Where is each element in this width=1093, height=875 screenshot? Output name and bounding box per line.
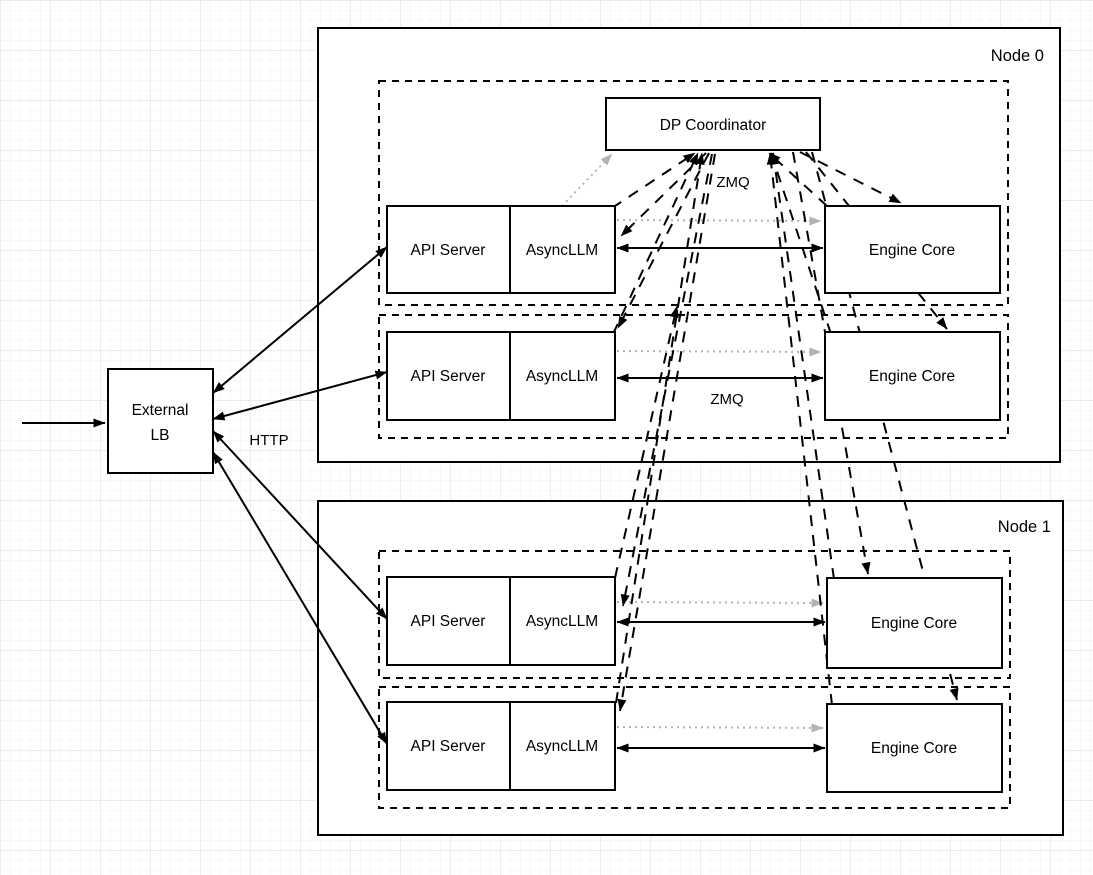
- engine-core-box-n0r1: [824, 205, 1001, 294]
- edge-dotted-llm-engine-n0r1: [616, 216, 822, 226]
- edge-dotted-llm-engine-n1r1: [616, 598, 824, 608]
- edge-dashed-coordinator-to-llm-n1r1: [620, 153, 713, 607]
- api-server-box-n0r1: [386, 205, 511, 294]
- node0-label: Node 0: [991, 47, 1044, 65]
- external-lb-label-line2: LB: [151, 427, 170, 444]
- edge-dashed-coordinator-to-engine-n1r2: [811, 151, 959, 701]
- node1-row2-group: [378, 686, 1011, 809]
- edge-dashed-coordinator-to-llm-n1r2: [617, 153, 716, 712]
- http-label: HTTP: [249, 432, 288, 449]
- api-server-label-n0r1: API Server: [411, 242, 486, 259]
- engine-core-label-n0r1: Engine Core: [869, 242, 955, 259]
- node1-row1-group: [378, 550, 1011, 679]
- edge-dashed-coordinator-to-engine-n0r2: [805, 151, 948, 330]
- node0-row1: API Server AsyncLLM Engine Core: [386, 205, 1001, 294]
- engine-core-label-n1r2: Engine Core: [871, 740, 957, 757]
- node1-label: Node 1: [998, 518, 1051, 536]
- asyncllm-label-n1r2: AsyncLLM: [526, 738, 598, 755]
- asyncllm-box-n0r1: [509, 205, 616, 294]
- api-server-label-n0r2: API Server: [411, 368, 486, 385]
- engine-core-box-n1r1: [826, 577, 1003, 669]
- asyncllm-label-n0r2: AsyncLLM: [526, 368, 598, 385]
- engine-core-label-n0r2: Engine Core: [869, 368, 955, 385]
- node0-row1-group: [378, 80, 1009, 306]
- api-server-label-n1r1: API Server: [411, 613, 486, 630]
- api-server-box-n1r1: [386, 576, 511, 666]
- edge-dotted-llm-coordinator: [561, 153, 613, 207]
- edge-dashed-llm-n0r1-to-coordinator: [611, 152, 696, 209]
- asyncllm-box-n1r1: [509, 576, 616, 666]
- edge-dashed-coordinator-to-llm-n0r2: [617, 152, 710, 329]
- external-lb-label-line1: External: [132, 402, 189, 419]
- dp-coordinator-label: DP Coordinator: [660, 117, 767, 134]
- edge-dashed-engine-n1r2-to-coordinator: [766, 152, 833, 706]
- edge-dashed-llm-n1r2-to-coordinator: [615, 152, 705, 704]
- edge-lb-node1-api2: [212, 451, 388, 745]
- edge-dotted-llm-engine-n0r2: [616, 347, 822, 357]
- external-lb-box: [107, 368, 214, 474]
- zmq-label-row: ZMQ: [710, 391, 743, 408]
- dp-coordinator-box: [605, 97, 821, 151]
- edge-dashed-llm-n0r2-to-coordinator: [612, 152, 699, 335]
- asyncllm-label-n0r1: AsyncLLM: [526, 242, 598, 259]
- asyncllm-label-n1r1: AsyncLLM: [526, 613, 598, 630]
- asyncllm-box-n1r2: [509, 701, 616, 791]
- engine-core-box-n0r2: [824, 331, 1001, 421]
- engine-core-box-n1r2: [826, 703, 1003, 793]
- node0-row2: API Server AsyncLLM Engine Core: [386, 331, 1001, 421]
- api-server-box-n1r2: [386, 701, 511, 791]
- api-server-box-n0r2: [386, 331, 511, 421]
- node0-row2-group: [378, 314, 1009, 439]
- engine-core-label-n1r1: Engine Core: [871, 615, 957, 632]
- node1-row2: API Server AsyncLLM Engine Core: [386, 701, 1003, 793]
- edge-lb-node0-api2: [212, 370, 388, 421]
- node1-row1: API Server AsyncLLM Engine Core: [386, 576, 1003, 669]
- asyncllm-box-n0r2: [509, 331, 616, 421]
- external-lb: External LB: [107, 368, 214, 474]
- api-server-label-n1r2: API Server: [411, 738, 486, 755]
- zmq-label-top: ZMQ: [716, 174, 749, 191]
- dp-coordinator: DP Coordinator: [605, 97, 821, 151]
- edge-lb-node0-api1: [212, 246, 388, 394]
- edge-dashed-llm-n1r1-up: [614, 305, 679, 579]
- edge-dotted-llm-engine-n1r2: [616, 723, 824, 733]
